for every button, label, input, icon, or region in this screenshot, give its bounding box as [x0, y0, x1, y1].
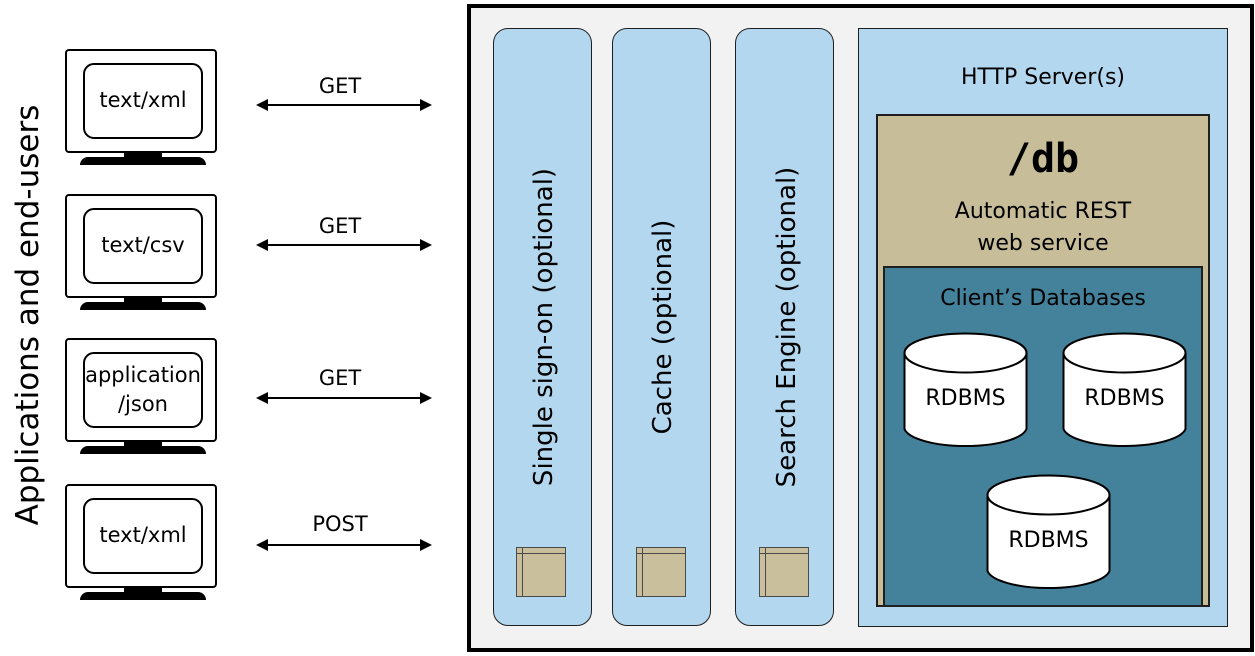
database-label: RDBMS	[1084, 386, 1165, 411]
bidirectional-arrow	[256, 392, 432, 404]
monitor-stand	[80, 592, 206, 600]
monitor-neck	[124, 153, 162, 157]
database-icon	[986, 474, 1111, 590]
layer-cache	[612, 28, 711, 626]
database-label: RDBMS	[1008, 528, 1089, 553]
monitor-stand	[80, 302, 206, 310]
monitor-bezel: text/csv	[65, 194, 217, 298]
client-monitor: text/csv	[58, 194, 228, 314]
db-subtitle: Automatic REST web service	[954, 199, 1132, 256]
monitor-neck	[124, 442, 162, 446]
monitor-neck	[124, 588, 162, 592]
monitor-bezel: text/xml	[65, 484, 217, 588]
monitor-screen: text/csv	[83, 208, 203, 284]
http-method-label: GET	[318, 74, 362, 98]
db-title: /db	[1006, 136, 1080, 182]
monitor-stand	[80, 446, 206, 454]
database-icon	[903, 332, 1028, 448]
window-icon	[636, 547, 686, 597]
database-cylinder: RDBMS	[986, 474, 1111, 592]
bidirectional-arrow	[256, 239, 432, 251]
monitor-stand	[80, 157, 206, 165]
http-method-label: GET	[318, 366, 362, 390]
window-icon	[759, 547, 809, 597]
layer-search-engine	[735, 28, 834, 626]
window-icon	[516, 547, 566, 597]
client-monitor: application /json	[58, 338, 228, 458]
bidirectional-arrow	[256, 539, 432, 551]
database-icon	[1062, 332, 1187, 448]
monitor-bezel: application /json	[65, 338, 217, 442]
bidirectional-arrow	[256, 99, 432, 111]
client-monitor: text/xml	[58, 484, 228, 604]
database-label: RDBMS	[925, 386, 1006, 411]
http-server-title: HTTP Server(s)	[960, 65, 1126, 90]
monitor-bezel: text/xml	[65, 49, 217, 153]
monitor-screen: text/xml	[83, 63, 203, 139]
monitor-neck	[124, 298, 162, 302]
database-cylinder: RDBMS	[1062, 332, 1187, 450]
monitor-screen: application /json	[83, 352, 203, 428]
monitor-screen: text/xml	[83, 498, 203, 574]
layer-single-sign-on	[493, 28, 592, 626]
http-method-label: GET	[318, 214, 362, 238]
database-cylinder: RDBMS	[903, 332, 1028, 450]
client-monitor: text/xml	[58, 49, 228, 169]
client-databases-title: Client’s Databases	[940, 286, 1146, 311]
http-method-label: POST	[312, 512, 368, 536]
